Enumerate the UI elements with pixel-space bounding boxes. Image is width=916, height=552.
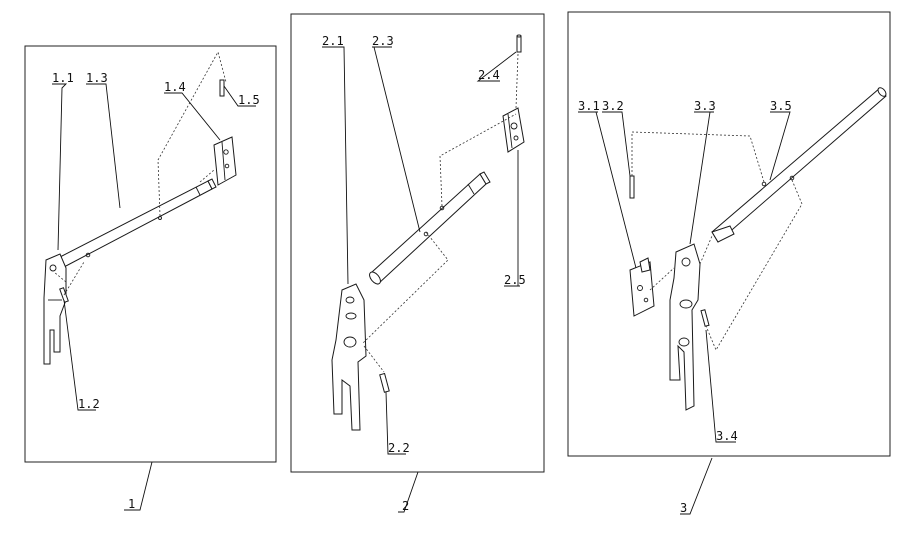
callout-3-3: 3.3 — [694, 99, 716, 113]
callout-1-5: 1.5 — [238, 93, 260, 107]
fork-2-1 — [331, 283, 367, 431]
callout-2-4: 2.4 — [478, 68, 500, 82]
fork-1-1 — [43, 253, 67, 365]
leaders-1 — [52, 83, 256, 511]
pin-3-2 — [629, 175, 635, 199]
panel-1: 1.1 1.3 1.4 1.5 1.2 1 — [24, 45, 277, 511]
panel-3-frame — [567, 11, 891, 457]
panel-3: 3.1 3.2 3.3 3.5 3.4 3 — [567, 11, 891, 515]
callout-1-2: 1.2 — [78, 397, 100, 411]
pin-3-4 — [700, 309, 710, 327]
leaders-3 — [578, 111, 791, 515]
panel-number-3: 3 — [680, 501, 687, 515]
callout-1-3: 1.3 — [86, 71, 108, 85]
callout-1-1: 1.1 — [52, 71, 74, 85]
callout-3-4: 3.4 — [716, 429, 738, 443]
callout-1-4: 1.4 — [164, 80, 186, 94]
callout-2-2: 2.2 — [388, 441, 410, 455]
fork-3-3 — [669, 243, 701, 411]
panel-number-1: 1 — [128, 497, 135, 511]
assembly-lines-3 — [631, 131, 803, 351]
callout-3-5: 3.5 — [770, 99, 792, 113]
leaders-2 — [322, 46, 520, 513]
panel-1-frame — [24, 45, 277, 463]
callout-2-1: 2.1 — [322, 34, 344, 48]
plate-3-1 — [629, 257, 655, 317]
shaft-2-3 — [369, 171, 491, 285]
callout-3-2: 3.2 — [602, 99, 624, 113]
panel-2: 2.1 2.3 2.4 2.5 2.2 2 — [290, 13, 545, 513]
lug-2-5 — [502, 107, 525, 153]
pin-2-2 — [379, 372, 390, 393]
lug-1-4 — [213, 136, 237, 186]
pin-1-5 — [219, 79, 225, 97]
panel-number-2: 2 — [402, 499, 409, 513]
assembly-lines-2 — [361, 53, 519, 373]
pin-2-4 — [516, 34, 522, 53]
callout-3-1: 3.1 — [578, 99, 600, 113]
callout-2-5: 2.5 — [504, 273, 526, 287]
assembly-lines-1 — [53, 50, 227, 296]
callout-2-3: 2.3 — [372, 34, 394, 48]
shaft-3-5 — [711, 87, 887, 243]
